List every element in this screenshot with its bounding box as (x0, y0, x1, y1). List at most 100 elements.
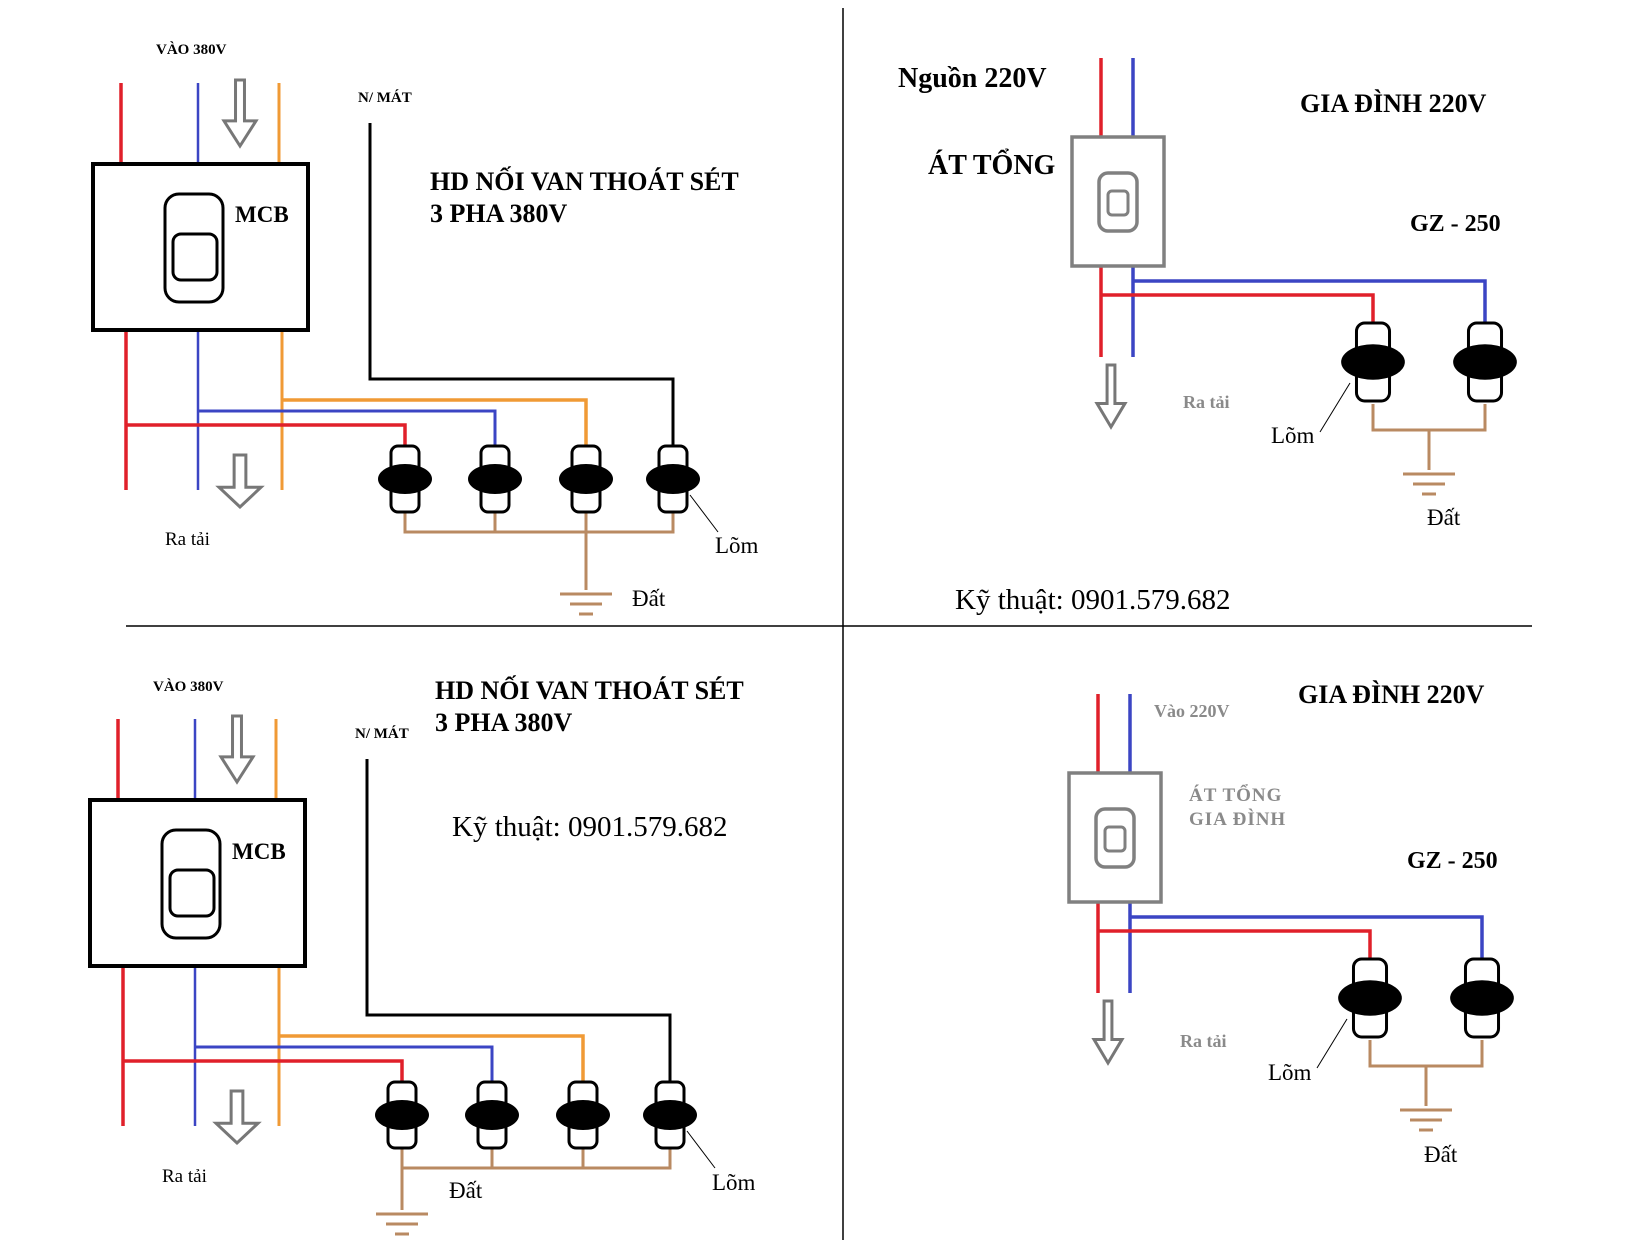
output-load-label: Ra tải (165, 529, 210, 550)
panel-top-right: Nguồn 220V ÁT TỔNG GIA ĐÌNH 220V GZ - 25… (898, 63, 1501, 616)
tr-arrester-icon-2 (1453, 321, 1517, 403)
recess-label: Lõm (715, 533, 759, 558)
recess-label: Lõm (1268, 1060, 1312, 1085)
source-voltage-label: Nguồn 220V (898, 63, 1047, 94)
arrester-disc (643, 1100, 697, 1130)
br-tap-wire-live (1098, 929, 1372, 962)
mcb-label: MCB (235, 202, 289, 227)
bl-arrester-icon-2 (465, 1080, 519, 1150)
model-label: GZ - 250 (1410, 211, 1501, 237)
tl-output-arrow-icon (215, 453, 265, 510)
ground-label: Đất (1424, 1142, 1458, 1167)
tr-main-breaker (1070, 135, 1166, 268)
mcb-label: MCB (232, 839, 286, 864)
quadrant-dividers (126, 8, 1532, 1240)
tr-ground-icon (1403, 472, 1455, 496)
bl-tap-wire-l1 (123, 1059, 404, 1084)
arrester-disc (559, 464, 613, 494)
panel-bottom-left: VÀO 380V N/ MÁT HD NỐI VAN THOÁT SÉT 3 P… (153, 676, 756, 1203)
output-load-label: Ra tải (1180, 1031, 1227, 1051)
guide-title-line1: HD NỐI VAN THOÁT SÉT (430, 167, 739, 196)
main-breaker-label-line2: GIA ĐÌNH (1189, 808, 1286, 830)
arrester-disc (556, 1100, 610, 1130)
tr-output-arrow-icon (1094, 363, 1128, 430)
breaker-toggle-lever (1106, 189, 1130, 217)
tr-tap-wire-live (1101, 293, 1375, 326)
tl-arrester-icon-2 (468, 444, 522, 514)
guide-title-line2: 3 PHA 380V (435, 708, 572, 737)
ground-label: Đất (632, 586, 666, 611)
bl-tap-wire-l2 (195, 1045, 494, 1084)
household-title: GIA ĐÌNH 220V (1300, 89, 1487, 118)
bl-ground-bus (400, 1146, 672, 1170)
bl-input-arrow-icon (218, 714, 256, 785)
tl-neutral-wire (368, 123, 675, 448)
bl-output-arrow-icon (212, 1089, 262, 1146)
output-load-label: Ra tải (162, 1166, 207, 1187)
household-title: GIA ĐÌNH 220V (1298, 680, 1485, 709)
tl-mcb (91, 162, 310, 332)
neutral-label: N/ MÁT (355, 725, 409, 742)
br-ground-bus (1368, 1040, 1484, 1068)
input-voltage-label: Vào 220V (1154, 701, 1230, 721)
arrester-disc (1450, 980, 1514, 1016)
bl-ground-icon (376, 1212, 428, 1236)
tl-ground-bus (403, 510, 675, 534)
bl-arrester-icon-1 (375, 1080, 429, 1150)
tl-tap-wire-l3 (282, 398, 588, 448)
arrester-disc (1453, 344, 1517, 380)
mcb-toggle-lever (168, 868, 216, 918)
tl-arrester-icon-1 (378, 444, 432, 514)
tl-input-arrow-icon (221, 78, 259, 149)
br-arrester-icon-1 (1338, 957, 1402, 1039)
devices-layer (88, 78, 1517, 1236)
tr-ground-bus (1371, 404, 1487, 432)
neutral-label: N/ MÁT (358, 89, 412, 106)
tech-contact: Kỹ thuật: 0901.579.682 (452, 811, 728, 843)
panel-top-left: VÀO 380V N/ MÁT HD NỐI VAN THOÁT SÉT 3 P… (156, 41, 759, 611)
bl-recess-leader (686, 1130, 716, 1169)
tl-arrester-icon-3 (559, 444, 613, 514)
panel-bottom-right: Vào 220V ÁT TỔNG GIA ĐÌNH GIA ĐÌNH 220V … (1154, 680, 1498, 1167)
br-output-arrow-icon (1091, 999, 1125, 1066)
wires-layer (116, 58, 1487, 1210)
main-breaker-label: ÁT TỔNG (928, 149, 1056, 181)
bl-mcb (88, 798, 307, 968)
arrester-disc (375, 1100, 429, 1130)
tl-ground-icon (560, 592, 612, 616)
br-ground-icon (1400, 1108, 1452, 1132)
guide-title-line2: 3 PHA 380V (430, 199, 567, 228)
arrester-disc (378, 464, 432, 494)
guide-title-line1: HD NỐI VAN THOÁT SÉT (435, 676, 744, 705)
bl-tap-wire-l3 (279, 1034, 585, 1084)
main-breaker-label-line1: ÁT TỔNG (1189, 784, 1282, 806)
bl-arrester-icon-3 (556, 1080, 610, 1150)
arrester-disc (646, 464, 700, 494)
input-voltage-label: VÀO 380V (153, 678, 224, 695)
arrester-disc (465, 1100, 519, 1130)
bl-neutral-wire (365, 759, 672, 1084)
tl-arrester-icon-4 (646, 444, 700, 514)
output-load-label: Ra tải (1183, 392, 1230, 412)
breaker-toggle-lever (1103, 825, 1127, 853)
arrester-disc (1338, 980, 1402, 1016)
br-tap-wire-neutral (1130, 915, 1484, 962)
tr-tap-wire-neutral (1133, 279, 1487, 326)
bl-arrester-icon-4 (643, 1080, 697, 1150)
arrester-disc (468, 464, 522, 494)
model-label: GZ - 250 (1407, 848, 1498, 874)
tr-arrester-icon-1 (1341, 321, 1405, 403)
br-arrester-icon-2 (1450, 957, 1514, 1039)
mcb-toggle-lever (171, 232, 219, 282)
input-voltage-label: VÀO 380V (156, 41, 227, 58)
br-recess-leader (1316, 1018, 1348, 1069)
br-main-breaker (1067, 771, 1163, 904)
tech-contact: Kỹ thuật: 0901.579.682 (955, 584, 1231, 616)
tr-recess-leader (1319, 382, 1351, 433)
tl-tap-wire-l1 (126, 423, 407, 448)
arrester-disc (1341, 344, 1405, 380)
tl-recess-leader (689, 494, 719, 533)
ground-label: Đất (1427, 505, 1461, 530)
recess-label: Lõm (712, 1170, 756, 1195)
